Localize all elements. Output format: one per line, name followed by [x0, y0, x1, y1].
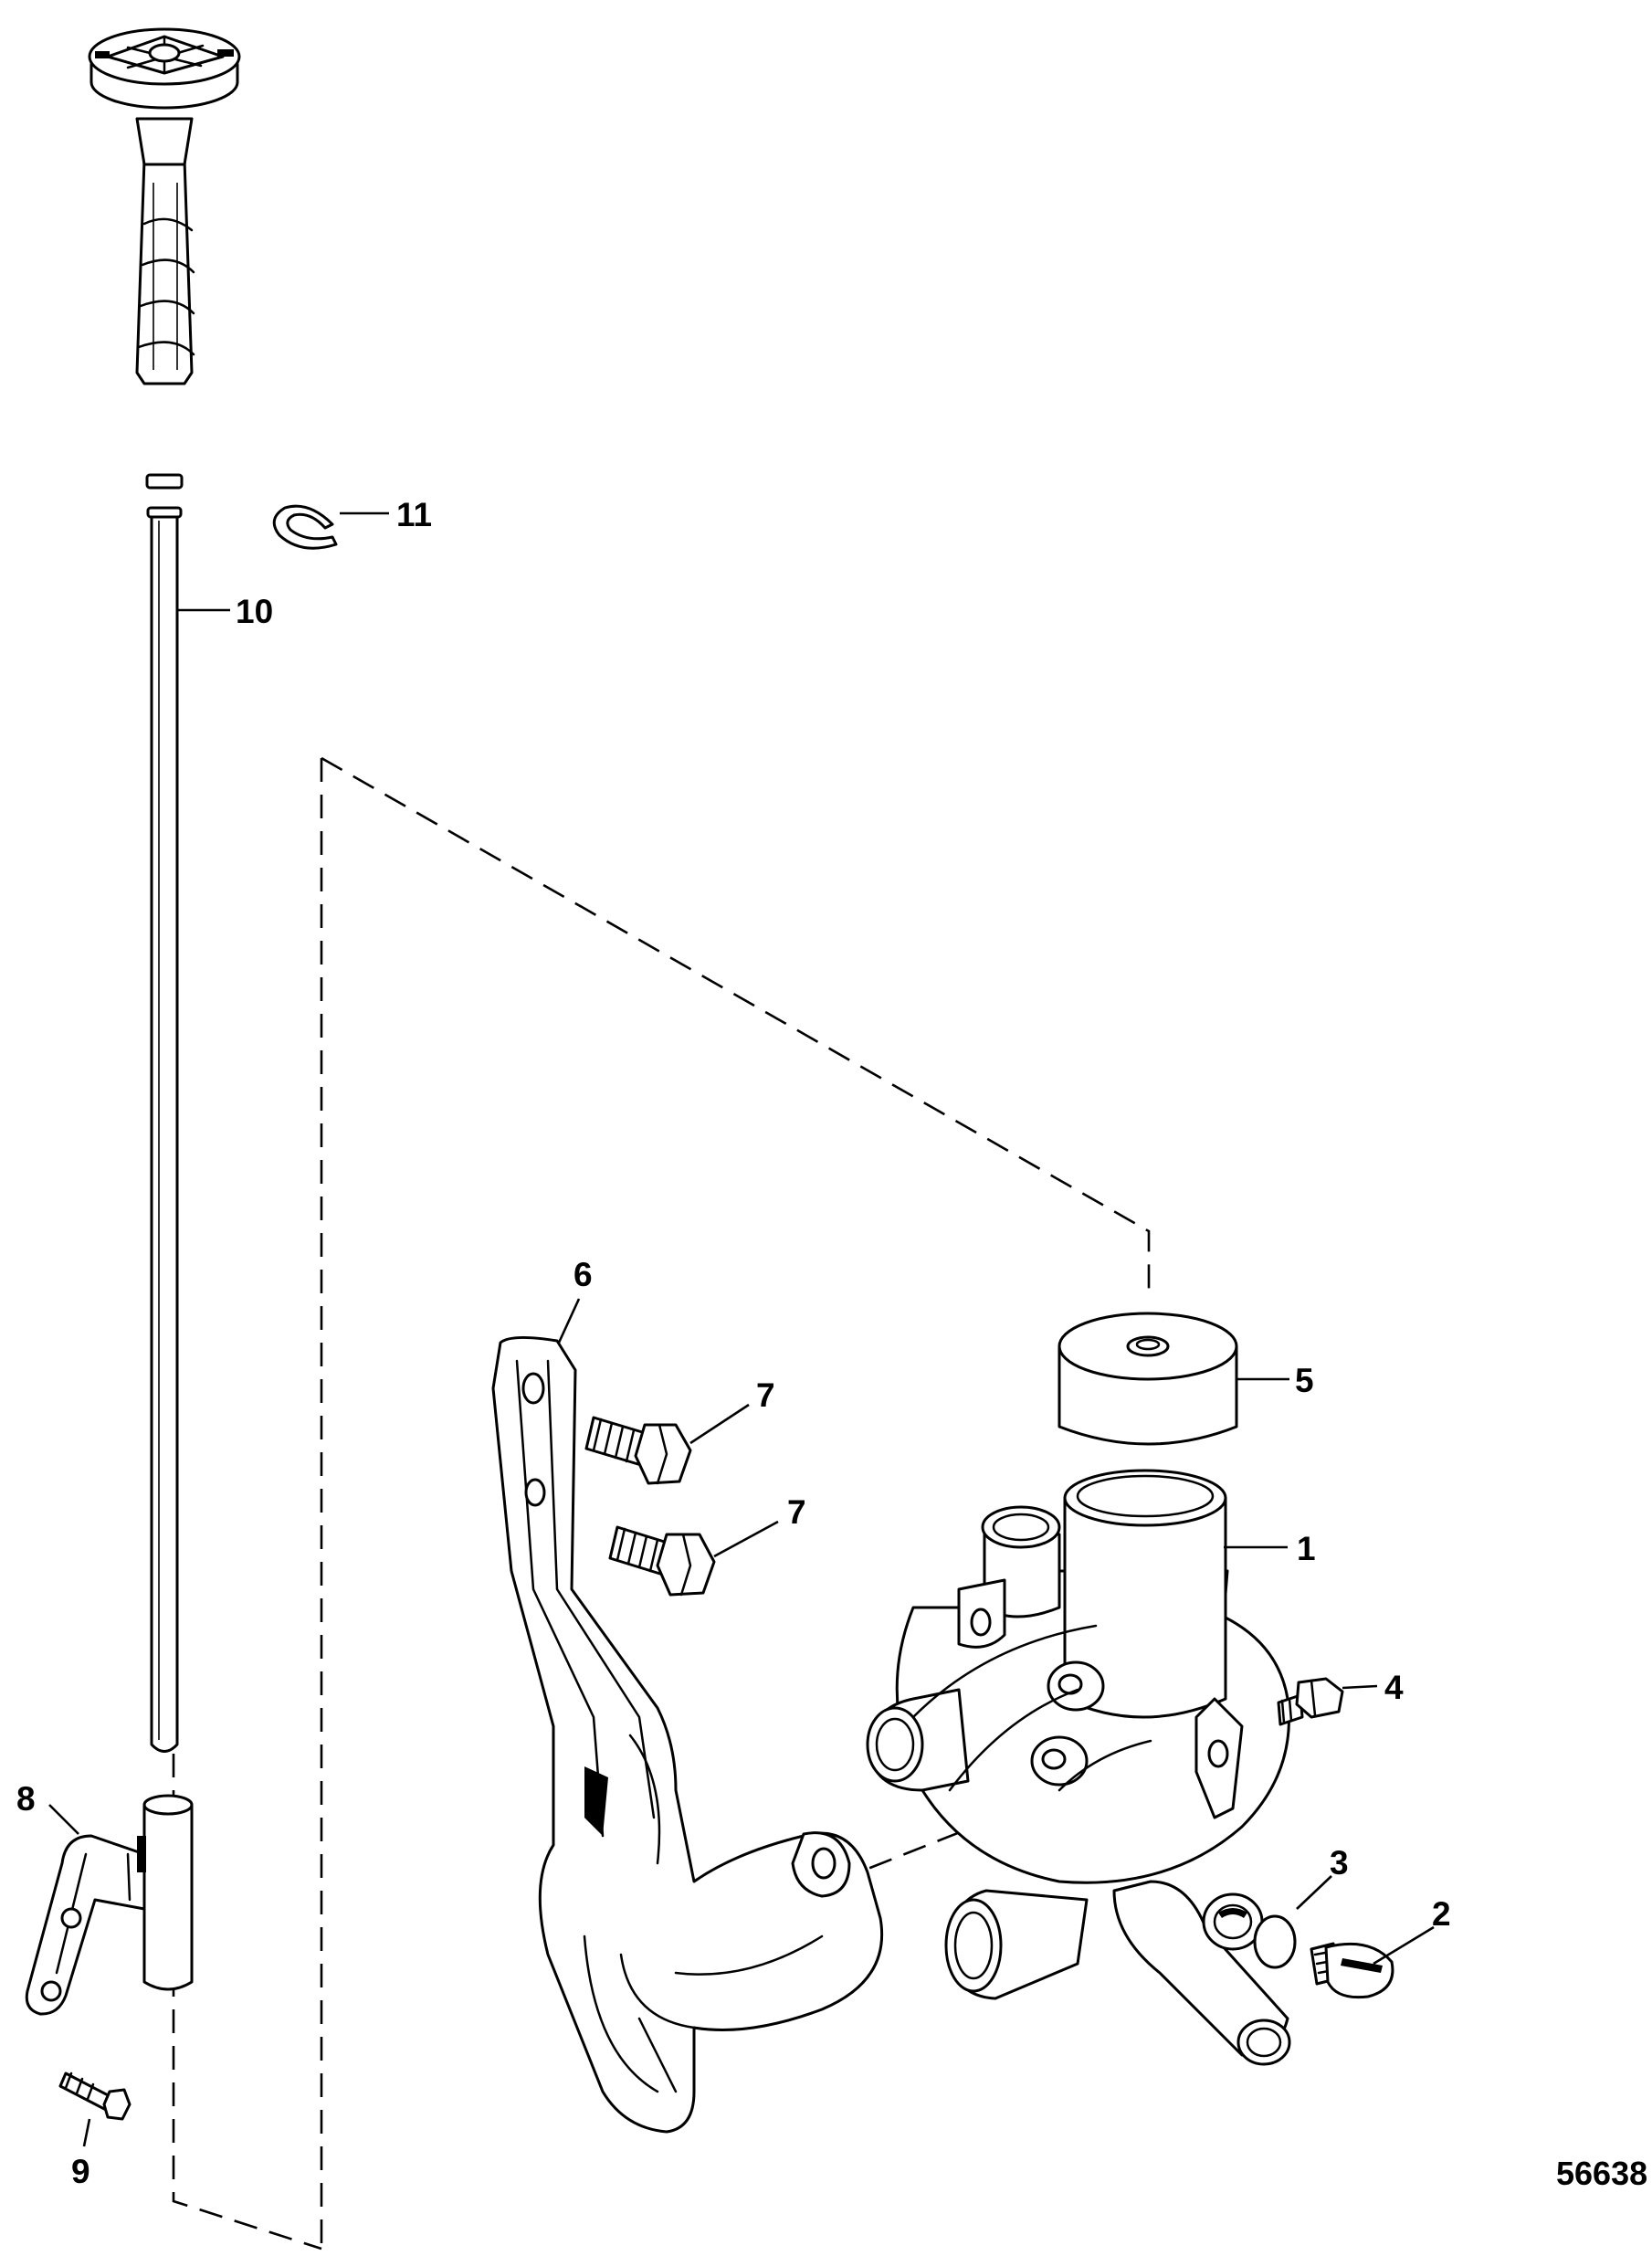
housing-cap — [1057, 1312, 1238, 1446]
callout-9: 9 — [71, 2153, 90, 2190]
leader-3 — [1296, 1875, 1332, 1910]
leader-7b — [713, 1520, 779, 1558]
e-clip — [272, 504, 338, 550]
leader-8 — [48, 1804, 79, 1835]
callout-2: 2 — [1432, 1895, 1451, 1933]
dashed-line-to-cap — [321, 756, 1151, 1297]
leader-9 — [82, 2118, 91, 2147]
callout-3: 3 — [1330, 1844, 1349, 1882]
leader-lines — [48, 511, 1435, 2147]
callout-10: 10 — [236, 593, 273, 630]
bolt-lower — [608, 1525, 716, 1597]
leader-6 — [557, 1298, 581, 1344]
dipstick-tube — [88, 27, 241, 1753]
leader-2 — [1373, 1925, 1435, 1966]
figure-number: 56638 — [1556, 2155, 1647, 2192]
callout-11: 11 — [396, 496, 432, 533]
mounting-bracket — [491, 1335, 884, 2134]
drain-plug — [1310, 1942, 1394, 1999]
dashed-line-dipstick-base — [172, 1754, 322, 2251]
dipstick-bracket — [25, 1794, 194, 2016]
bolt-housing — [1277, 1677, 1344, 1726]
leader-4 — [1342, 1684, 1378, 1690]
bolt-small — [58, 2072, 132, 2121]
leader-7a — [689, 1403, 750, 1445]
callout-6: 6 — [573, 1256, 593, 1293]
callout-8: 8 — [16, 1780, 36, 1818]
o-ring — [1253, 1914, 1297, 1969]
callout-4: 4 — [1384, 1669, 1404, 1706]
callout-7-upper: 7 — [756, 1376, 775, 1414]
callout-5: 5 — [1295, 1362, 1314, 1399]
callout-1: 1 — [1297, 1530, 1316, 1567]
thermostat-housing — [866, 1469, 1291, 2066]
bolt-upper — [584, 1416, 692, 1485]
callout-7-lower: 7 — [787, 1493, 806, 1531]
callout-labels: 1 2 3 4 5 6 7 7 8 9 10 11 — [16, 496, 1451, 2190]
